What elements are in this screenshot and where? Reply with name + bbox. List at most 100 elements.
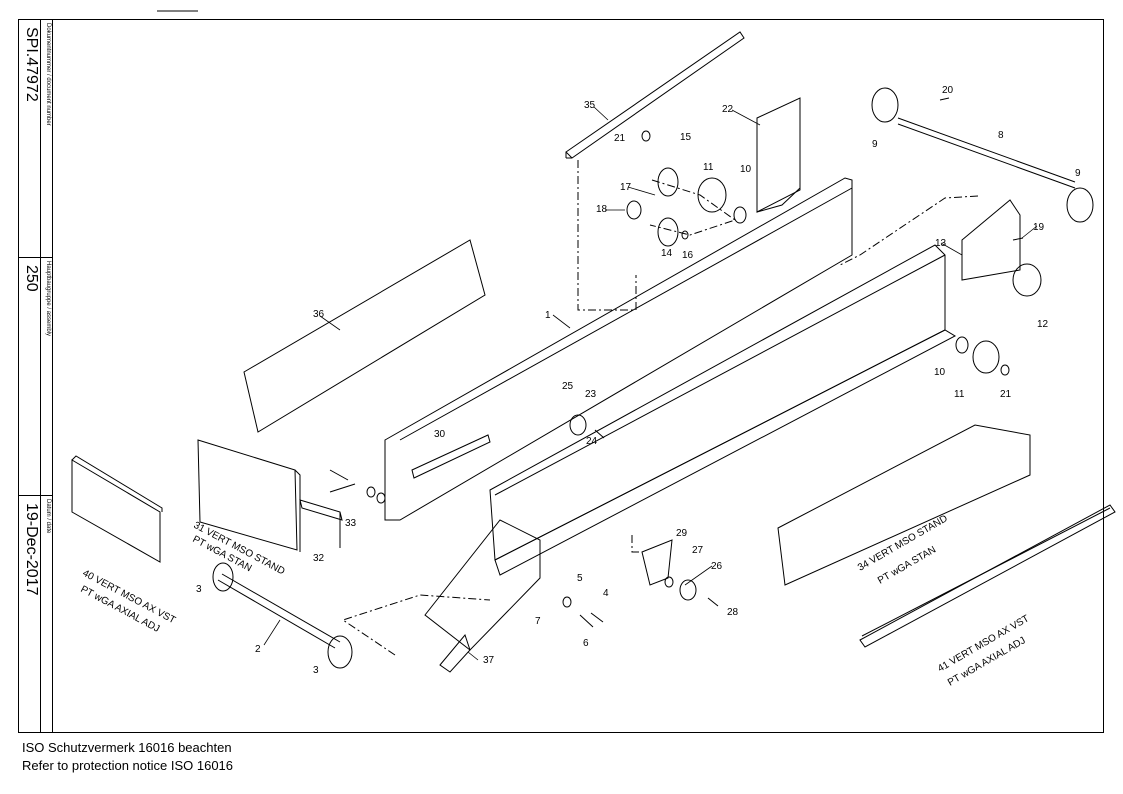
part-label: 18 xyxy=(596,204,608,215)
part-label: 6 xyxy=(583,638,589,649)
part-19-bolt xyxy=(1012,237,1024,241)
part-16-ring xyxy=(681,230,689,240)
part-1-upper-rail xyxy=(384,177,853,521)
part-29-bracket xyxy=(641,539,673,586)
part-label: 33 xyxy=(345,518,357,529)
part-9-pulley xyxy=(1066,187,1094,223)
part-label: 37 xyxy=(483,655,495,666)
title-block: SPI.47972 Dokumentnummer / document numb… xyxy=(18,19,53,733)
protection-notice-en: Refer to protection notice ISO 16016 xyxy=(22,758,234,773)
part-label: 10 xyxy=(740,164,752,175)
part-23-roller xyxy=(569,414,587,436)
part-21-ring xyxy=(1000,364,1010,376)
part-label: 36 xyxy=(313,309,325,320)
drawing-frame xyxy=(18,19,1104,733)
part-10-bearing xyxy=(733,206,747,224)
part-8-shaft xyxy=(897,117,1076,183)
part-label: 28 xyxy=(727,607,739,618)
part-label: 2 xyxy=(255,644,261,655)
part-12-motor xyxy=(1012,263,1042,297)
part-label: 8 xyxy=(998,130,1004,141)
part-label: 13 xyxy=(935,238,947,249)
part-bolt xyxy=(329,469,349,481)
part-5-washer xyxy=(562,596,572,608)
part-label: 20 xyxy=(942,85,954,96)
part-label: 5 xyxy=(577,573,583,584)
part-3-bearing xyxy=(327,635,353,669)
part-label: 9 xyxy=(1075,168,1081,179)
part-label: 35 xyxy=(584,100,596,111)
part-24-bolt xyxy=(594,429,605,439)
part-20-pin xyxy=(939,97,950,101)
assembly-line xyxy=(341,594,491,656)
part-37-foot xyxy=(439,633,471,673)
assembly-line xyxy=(649,179,737,236)
part-13-bracket xyxy=(961,199,1021,281)
part-bolt xyxy=(329,483,356,493)
part-28-bolt xyxy=(707,597,719,607)
part-22-side-plate xyxy=(756,97,801,213)
part-41-rail xyxy=(859,504,1116,648)
part-lower-rail xyxy=(489,244,946,561)
part-label: 11 xyxy=(954,389,965,400)
part-label: 17 xyxy=(620,182,632,193)
part-label: 21 xyxy=(1000,389,1012,400)
part-washer xyxy=(376,492,386,504)
part-15-sprocket xyxy=(657,167,679,197)
part-34-lower-cover xyxy=(777,424,1031,586)
part-label: 23 xyxy=(585,389,597,400)
protection-notice-de: ISO Schutzvermerk 16016 beachten xyxy=(22,740,232,755)
assembly-line xyxy=(839,195,979,266)
part-label: 10 xyxy=(934,367,946,378)
part-30-strip xyxy=(411,434,491,479)
part-40-end-plate xyxy=(71,459,161,563)
part-9-pulley xyxy=(871,87,899,123)
part-label: 26 xyxy=(711,561,723,572)
part-label: 3 xyxy=(196,584,202,595)
part-11-disc xyxy=(972,340,1000,374)
part-26-roller xyxy=(679,579,697,601)
part-21-ring xyxy=(641,130,651,142)
part-label: 25 xyxy=(562,381,574,392)
part-27-washer xyxy=(664,576,674,588)
part-label: 14 xyxy=(661,248,673,259)
assembly-line xyxy=(631,535,642,553)
part-label: 1 xyxy=(545,310,551,321)
title-block-divider xyxy=(40,19,41,733)
part-35-top-cover xyxy=(565,31,745,159)
part-label: 32 xyxy=(313,553,325,564)
part-3-bearing xyxy=(212,562,234,592)
part-label: 15 xyxy=(680,132,692,143)
part-label: 24 xyxy=(586,436,598,447)
part-label: 16 xyxy=(682,250,694,261)
part-label: 21 xyxy=(614,133,626,144)
part-label: 9 xyxy=(872,139,878,150)
part-36-angled-cover xyxy=(243,239,486,433)
part-4-bolt xyxy=(590,612,604,623)
part-label: 12 xyxy=(1037,319,1049,330)
part-label: 4 xyxy=(603,588,609,599)
part-2-shaft xyxy=(217,579,336,649)
part-label: 19 xyxy=(1033,222,1045,233)
part-label: 7 xyxy=(535,616,541,627)
part-label: 22 xyxy=(722,104,734,115)
title-block-divider xyxy=(18,257,53,258)
part-7-bolt xyxy=(579,614,594,628)
title-block-divider xyxy=(18,495,53,496)
part-32-bracket xyxy=(299,499,343,521)
part-bottom-flange xyxy=(494,329,957,576)
part-10-bearing xyxy=(955,336,969,354)
part-label: 27 xyxy=(692,545,704,556)
part-washer xyxy=(366,486,376,498)
assembly-line xyxy=(577,160,637,311)
part-11-disc xyxy=(697,177,727,213)
part-14-sprocket xyxy=(657,217,679,247)
part-label: 30 xyxy=(434,429,446,440)
part-label: 11 xyxy=(703,162,714,173)
part-front-bracket xyxy=(424,519,541,651)
part-label: 29 xyxy=(676,528,688,539)
part-label: 3 xyxy=(313,665,319,676)
part-18-bushing xyxy=(626,200,642,220)
part-31-small-plate xyxy=(197,439,298,551)
